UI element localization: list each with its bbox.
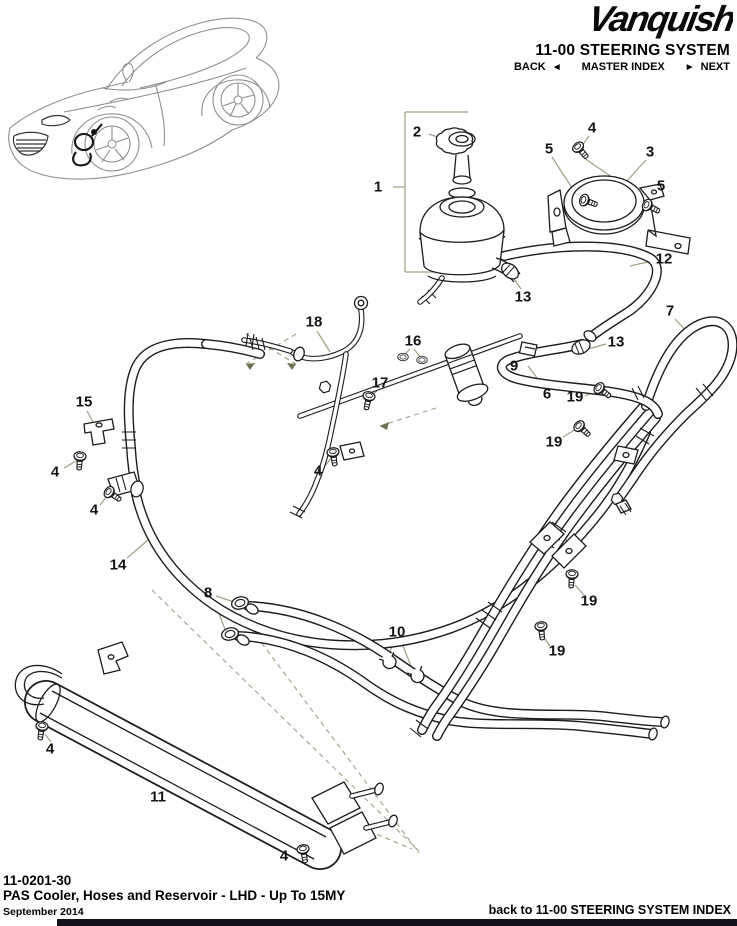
hose-14 bbox=[131, 427, 651, 651]
back-to-index-link[interactable]: back to 11-00 STEERING SYSTEM INDEX bbox=[488, 903, 731, 917]
back-arrow-icon[interactable]: ◄ bbox=[551, 61, 562, 73]
hose-7 bbox=[613, 316, 737, 505]
nav-next[interactable]: NEXT bbox=[700, 61, 730, 73]
hose-12 bbox=[499, 241, 662, 341]
pipe-18 bbox=[241, 295, 369, 362]
reservoir-clamp bbox=[547, 175, 691, 255]
page-title: 11-00 STEERING SYSTEM bbox=[535, 42, 730, 59]
pipe-17 bbox=[296, 333, 523, 517]
bottom-bar bbox=[57, 919, 737, 926]
logo-text: Vanquish bbox=[586, 0, 733, 39]
nav-bar: BACK ◄ MASTER INDEX ► NEXT bbox=[514, 61, 730, 73]
vehicle-thumbnail bbox=[8, 17, 280, 180]
pas-cooler bbox=[14, 641, 398, 870]
doc-date: September 2014 bbox=[3, 906, 84, 918]
hose-left-loop bbox=[123, 338, 265, 495]
vanquish-logo: Vanquish bbox=[501, 0, 737, 40]
small-parts bbox=[83, 336, 639, 686]
nav-master-index[interactable]: MASTER INDEX bbox=[581, 61, 665, 73]
return-pipes bbox=[417, 403, 661, 741]
next-arrow-icon[interactable]: ► bbox=[684, 61, 695, 73]
nav-back[interactable]: BACK bbox=[513, 61, 546, 73]
doc-number: 11-0201-30 bbox=[3, 873, 72, 888]
reservoir bbox=[417, 127, 523, 305]
doc-title: PAS Cooler, Hoses and Reservoir - LHD - … bbox=[3, 888, 346, 903]
hose-ends bbox=[236, 330, 670, 741]
